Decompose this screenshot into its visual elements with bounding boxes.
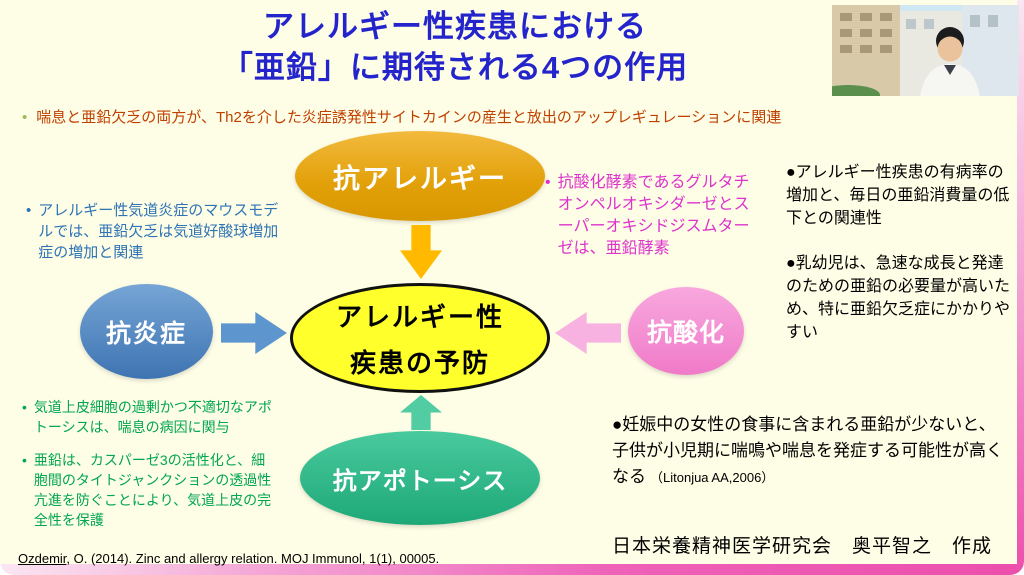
note-inflammation-text: アレルギー性気道炎症のマウスモデルでは、亜鉛欠乏は気道好酸球増加症の増加と関連 — [38, 202, 279, 261]
bullet-icon: • — [545, 174, 551, 191]
bullet-icon: • — [22, 452, 27, 468]
author-photo — [832, 5, 1019, 96]
node-anti-inflammation-label: 抗炎症 — [105, 319, 187, 348]
note-apoptosis-1-text: 気道上皮細胞の過剰かつ不適切なアポトーシスは、喘息の病因に関与 — [33, 399, 272, 435]
bullet-icon: • — [22, 399, 27, 415]
arrow-down-icon — [400, 225, 442, 279]
attribution: 日本栄養精神医学研究会 奥平智之 作成 — [612, 536, 993, 557]
node-anti-allergy: 抗アレルギー — [295, 131, 545, 221]
note-pregnancy: ●妊娠中の女性の食事に含まれる亜鉛が少ないと、子供が小児期に喘鳴や喘息を発症する… — [612, 412, 1012, 491]
bullet-icon: • — [26, 202, 32, 219]
note-pregnancy-text: ●妊娠中の女性の食事に含まれる亜鉛が少ないと、子供が小児期に喘鳴や喘息を発症する… — [612, 415, 1003, 486]
node-anti-allergy-label: 抗アレルギー — [333, 163, 507, 194]
citation-text: , O. (2014). Zinc and allergy relation. … — [66, 551, 440, 566]
note-apoptosis-2-text: 亜鉛は、カスパーゼ3の活性化と、細胞間のタイトジャンクションの透過性亢進を防ぐこ… — [33, 452, 272, 528]
arrow-up-icon — [400, 395, 442, 430]
node-anti-apoptosis-label: 抗アポトーシス — [332, 467, 508, 495]
title-line-2: 「亜鉛」に期待される4つの作用 — [221, 50, 689, 85]
arrow-right-icon — [221, 312, 287, 354]
note-prevalence-text: ●アレルギー性疾患の有病率の増加と、毎日の亜鉛消費量の低下との関連性 — [786, 164, 1010, 227]
intro-note: • 喘息と亜鉛欠乏の両方が、Th2を介した炎症誘発性サイトカインの産生と放出のア… — [22, 108, 902, 128]
note-inflammation: • アレルギー性気道炎症のマウスモデルでは、亜鉛欠乏は気道好酸球増加症の増加と関… — [26, 200, 290, 263]
page-title: アレルギー性疾患における 「亜鉛」に期待される4つの作用 — [70, 6, 840, 88]
bottom-border — [0, 564, 1024, 575]
citation: Ozdemir, O. (2014). Zinc and allergy rel… — [18, 551, 439, 566]
note-prevalence: ●アレルギー性疾患の有病率の増加と、毎日の亜鉛消費量の低下との関連性 — [786, 161, 1012, 230]
citation-link[interactable]: Ozdemir — [18, 551, 67, 566]
node-anti-oxidation: 抗酸化 — [628, 287, 744, 375]
title-line-1: アレルギー性疾患における — [263, 9, 647, 44]
arrow-left-icon — [555, 312, 621, 354]
note-infants: ●乳幼児は、急速な成長と発達のための亜鉛の必要量が高いため、特に亜鉛欠乏症にかか… — [786, 252, 1012, 344]
note-oxidation: • 抗酸化酵素であるグルタチオンペルオキシダーゼとスーパーオキシドジスムターゼは… — [545, 172, 755, 260]
node-prevention-line-2: 疾患の予防 — [349, 347, 490, 378]
node-prevention: アレルギー性 疾患の予防 — [290, 283, 550, 393]
node-anti-apoptosis: 抗アポトーシス — [300, 431, 540, 525]
note-infants-text: ●乳幼児は、急速な成長と発達のための亜鉛の必要量が高いため、特に亜鉛欠乏症にかか… — [786, 255, 1011, 341]
note-apoptosis-2: • 亜鉛は、カスパーゼ3の活性化と、細胞間のタイトジャンクションの透過性亢進を防… — [22, 450, 278, 530]
node-anti-inflammation: 抗炎症 — [80, 284, 213, 379]
bullet-icon: • — [22, 109, 28, 126]
node-anti-oxidation-label: 抗酸化 — [646, 319, 725, 347]
node-prevention-line-1: アレルギー性 — [335, 301, 504, 332]
note-oxidation-text: 抗酸化酵素であるグルタチオンペルオキシダーゼとスーパーオキシドジスムターゼは、亜… — [557, 174, 750, 257]
note-apoptosis-1: • 気道上皮細胞の過剰かつ不適切なアポトーシスは、喘息の病因に関与 — [22, 397, 278, 437]
note-pregnancy-reference: （Litonjua AA,2006） — [650, 470, 775, 485]
right-border — [1017, 0, 1024, 575]
intro-text: 喘息と亜鉛欠乏の両方が、Th2を介した炎症誘発性サイトカインの産生と放出のアップ… — [36, 109, 782, 126]
